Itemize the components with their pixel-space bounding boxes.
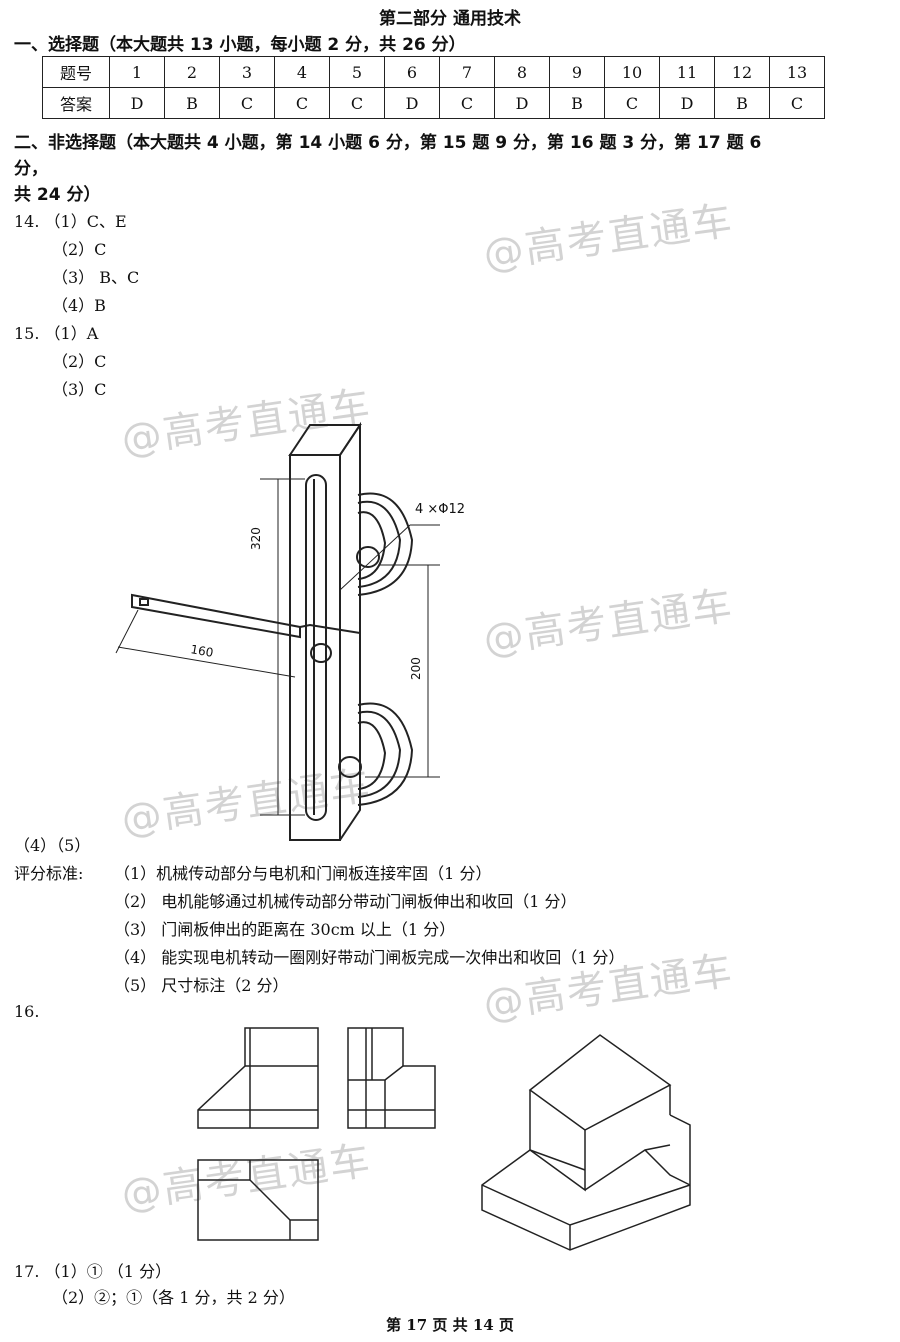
table-cell: C bbox=[604, 87, 660, 119]
dim-320-label: 320 bbox=[249, 527, 263, 550]
criteria-item: （3） 门闸板伸出的距离在 30cm 以上（1 分） bbox=[114, 920, 456, 939]
q14-answer: （2）C bbox=[52, 240, 107, 259]
page-footer: 第 17 页 共 14 页 bbox=[386, 1316, 514, 1334]
table-cell: 6 bbox=[384, 56, 440, 88]
table-cell: 13 bbox=[769, 56, 825, 88]
table-cell: 1 bbox=[109, 56, 165, 88]
q16-number: 16. bbox=[14, 1002, 40, 1021]
q17-answer: 17. （1）① （1 分） bbox=[14, 1262, 172, 1281]
table-cell: B bbox=[164, 87, 220, 119]
q17-answer: （2）②；①（各 1 分，共 2 分） bbox=[52, 1288, 295, 1307]
q15-answer: （2）C bbox=[52, 352, 107, 371]
table-cell: 2 bbox=[164, 56, 220, 88]
watermark: @高考直通车 bbox=[480, 197, 737, 279]
dim-160-label: 160 bbox=[189, 642, 214, 660]
hole-spec-label: 4 ×Φ12 bbox=[415, 502, 465, 517]
table-cell: C bbox=[329, 87, 385, 119]
table-cell: 3 bbox=[219, 56, 275, 88]
table-cell: 5 bbox=[329, 56, 385, 88]
q15-answer: 15. （1）A bbox=[14, 324, 99, 343]
mechanism-drawing: 320 200 160 4 ×Φ12 bbox=[115, 421, 465, 841]
q15-answer: （3）C bbox=[52, 380, 107, 399]
section-2-heading: 二、非选择题（本大题共 4 小题，第 14 小题 6 分，第 15 题 9 分，… bbox=[14, 133, 762, 153]
table-cell: D bbox=[384, 87, 440, 119]
table-cell: 7 bbox=[439, 56, 495, 88]
table-cell: 8 bbox=[494, 56, 550, 88]
criteria-item: （1）机械传动部分与电机和门闸板连接牢固（1 分） bbox=[114, 864, 492, 883]
criteria-label: 评分标准: bbox=[14, 864, 84, 883]
table-cell: C bbox=[769, 87, 825, 119]
section-1-heading: 一、选择题（本大题共 13 小题，每小题 2 分，共 26 分） bbox=[14, 35, 466, 55]
table-cell: D bbox=[659, 87, 715, 119]
table-cell: 11 bbox=[659, 56, 715, 88]
table-cell: 10 bbox=[604, 56, 660, 88]
dim-200-label: 200 bbox=[409, 657, 423, 680]
table-cell: D bbox=[494, 87, 550, 119]
three-view-drawing bbox=[197, 1027, 436, 1241]
table-cell: B bbox=[714, 87, 770, 119]
section-2-heading-cont: 分， bbox=[14, 159, 48, 179]
table-row: 答案 D B C C C D C D B C D B C bbox=[42, 87, 825, 119]
q14-answer: 14. （1）C、E bbox=[14, 212, 127, 231]
table-cell: 4 bbox=[274, 56, 330, 88]
table-cell: C bbox=[219, 87, 275, 119]
criteria-item: （4） 能实现电机转动一圈刚好带动门闸板完成一次伸出和收回（1 分） bbox=[114, 948, 625, 967]
q15-tail: （4）（5） bbox=[14, 836, 91, 855]
table-cell: B bbox=[549, 87, 605, 119]
table-cell: C bbox=[274, 87, 330, 119]
criteria-item: （5） 尺寸标注（2 分） bbox=[114, 976, 289, 995]
page-title: 第二部分 通用技术 bbox=[379, 9, 521, 29]
table-cell: D bbox=[109, 87, 165, 119]
table-row: 题号 1 2 3 4 5 6 7 8 9 10 11 12 13 bbox=[42, 56, 825, 88]
table-cell: 9 bbox=[549, 56, 605, 88]
answer-table: 题号 1 2 3 4 5 6 7 8 9 10 11 12 13 答案 D B … bbox=[42, 56, 825, 119]
table-cell: C bbox=[439, 87, 495, 119]
q14-answer: （3） B、C bbox=[52, 268, 140, 287]
table-cell: 12 bbox=[714, 56, 770, 88]
table-row-label: 题号 bbox=[42, 56, 110, 88]
table-row-label: 答案 bbox=[42, 87, 110, 119]
q14-answer: （4）B bbox=[52, 296, 106, 315]
criteria-item: （2） 电机能够通过机械传动部分带动门闸板伸出和收回（1 分） bbox=[114, 892, 577, 911]
section-2-heading-cont: 共 24 分） bbox=[14, 185, 101, 205]
isometric-drawing bbox=[481, 1034, 691, 1251]
